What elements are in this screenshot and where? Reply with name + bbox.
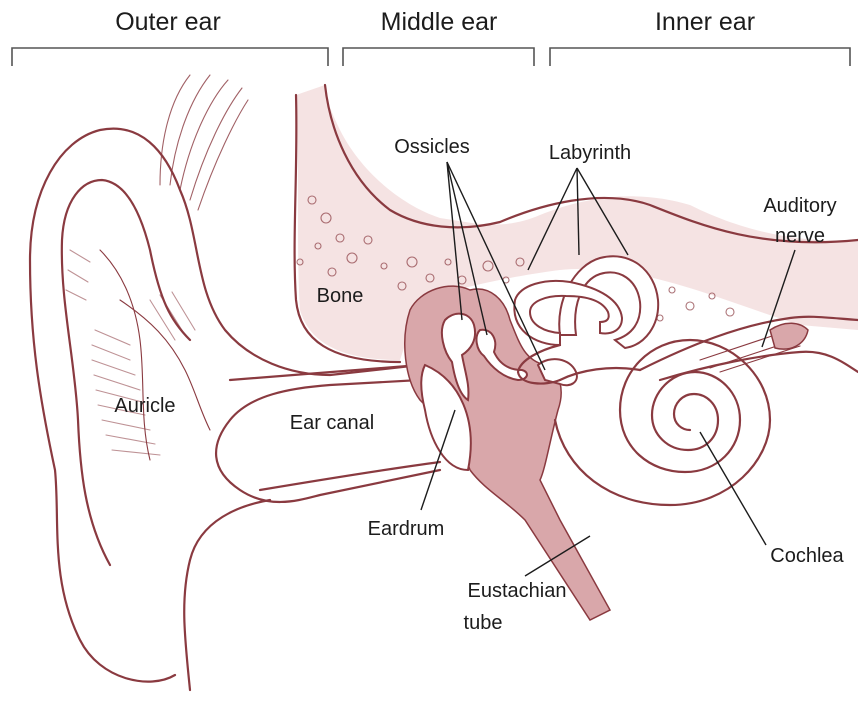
middle-ear-bracket <box>343 48 534 66</box>
inner-ear-heading: Inner ear <box>655 8 755 36</box>
hair-tuft <box>160 75 248 210</box>
ear-canal-label: Ear canal <box>290 412 375 434</box>
auricle-shading <box>66 250 195 455</box>
bone-label: Bone <box>317 285 364 307</box>
cochlea-shape <box>555 340 770 505</box>
cochlea-label: Cochlea <box>770 545 844 567</box>
inner-ear-bracket <box>550 48 850 66</box>
outer-ear-bracket <box>12 48 328 66</box>
middle-ear-cavity <box>405 286 610 620</box>
outer-ear-heading: Outer ear <box>115 8 221 36</box>
auditory-nerve-label-line2: nerve <box>775 225 825 247</box>
section-brackets <box>12 48 850 66</box>
auricle-label: Auricle <box>114 395 175 417</box>
eardrum-label: Eardrum <box>368 518 445 540</box>
labyrinth-label: Labyrinth <box>549 142 631 164</box>
middle-ear-heading: Middle ear <box>381 8 498 36</box>
eustachian-tube-label-line1: Eustachian <box>468 580 567 602</box>
cochlea-leader <box>700 432 766 545</box>
auditory-nerve-label-line1: Auditory <box>763 195 836 217</box>
auricle-shape <box>30 75 440 690</box>
ossicles-label: Ossicles <box>394 136 470 158</box>
eustachian-tube-label-line2: tube <box>464 612 503 634</box>
